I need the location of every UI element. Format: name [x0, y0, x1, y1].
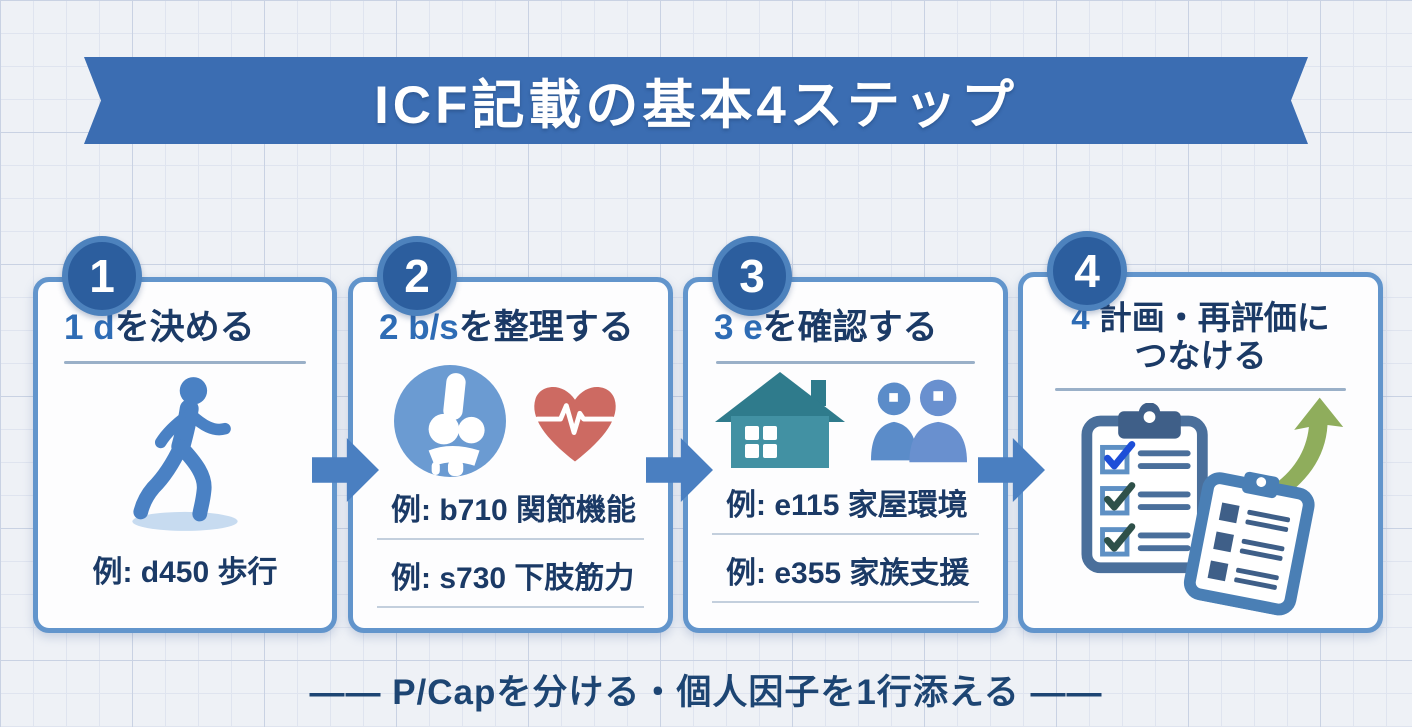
step-1-icon-zone — [38, 364, 332, 543]
title-separator — [64, 361, 306, 365]
title-separator — [716, 361, 975, 365]
step-2-badge: 2 — [377, 236, 457, 316]
footer-note: —— P/Capを分ける・個人因子を1行添える —— — [309, 673, 1103, 712]
example-text: 例: s730 下肢筋力 — [377, 549, 644, 609]
knee-joint-icon — [393, 365, 506, 478]
example-text: 例: d450 歩行 — [92, 556, 278, 589]
step-3-title-text: を確認する — [762, 308, 938, 347]
title-banner: ICF記載の基本4ステップ — [84, 57, 1308, 144]
house-icon — [714, 372, 845, 469]
step-4-title-text-line2: つなける — [1134, 336, 1267, 374]
step-3-examples: 例: e115 家屋環境 例: e355 家族支援 — [712, 476, 979, 612]
example-text: 例: b710 関節機能 — [377, 481, 644, 541]
step-4-title-text: 計画・再評価に — [1089, 299, 1330, 336]
step-2-title: 2 b/sを整理する — [379, 308, 648, 348]
walking-person-icon — [132, 376, 238, 531]
step-2-examples: 例: b710 関節機能 例: s730 下肢筋力 — [377, 481, 644, 617]
growth-arrow-icon — [1262, 397, 1344, 504]
step-1-examples: 例: d450 歩行 — [62, 543, 308, 612]
title-separator — [1054, 387, 1347, 391]
page-title: ICF記載の基本4ステップ — [374, 75, 1018, 135]
memo-clipboard-icon — [1183, 471, 1315, 616]
example-text: 例: e355 家族支援 — [712, 544, 979, 603]
step-3-badge: 3 — [712, 236, 792, 316]
step-2-title-text: を整理する — [458, 308, 634, 347]
step-1-title-text: を決める — [114, 308, 255, 347]
step-1-badge: 1 — [62, 236, 142, 316]
family-icon — [870, 379, 967, 463]
step-2-icon-zone — [353, 361, 668, 481]
step-3-title: 3 eを確認する — [714, 308, 983, 348]
step-card-1: 1 1 dを決める 例: d450 歩行 — [33, 236, 337, 633]
heart-pulse-icon — [533, 387, 616, 462]
example-text: 例: e115 家屋環境 — [712, 476, 979, 535]
step-card-3: 3 3 eを確認する — [683, 236, 1008, 633]
step-4-badge: 4 — [1047, 231, 1127, 311]
step-card-2: 2 2 b/sを整理する 例: b71 — [348, 236, 673, 633]
step-3-icon-zone — [688, 364, 1003, 476]
step-4-icon-zone — [1023, 395, 1378, 628]
step-card-4: 4 4 計画・再評価に つなける — [1018, 231, 1383, 633]
